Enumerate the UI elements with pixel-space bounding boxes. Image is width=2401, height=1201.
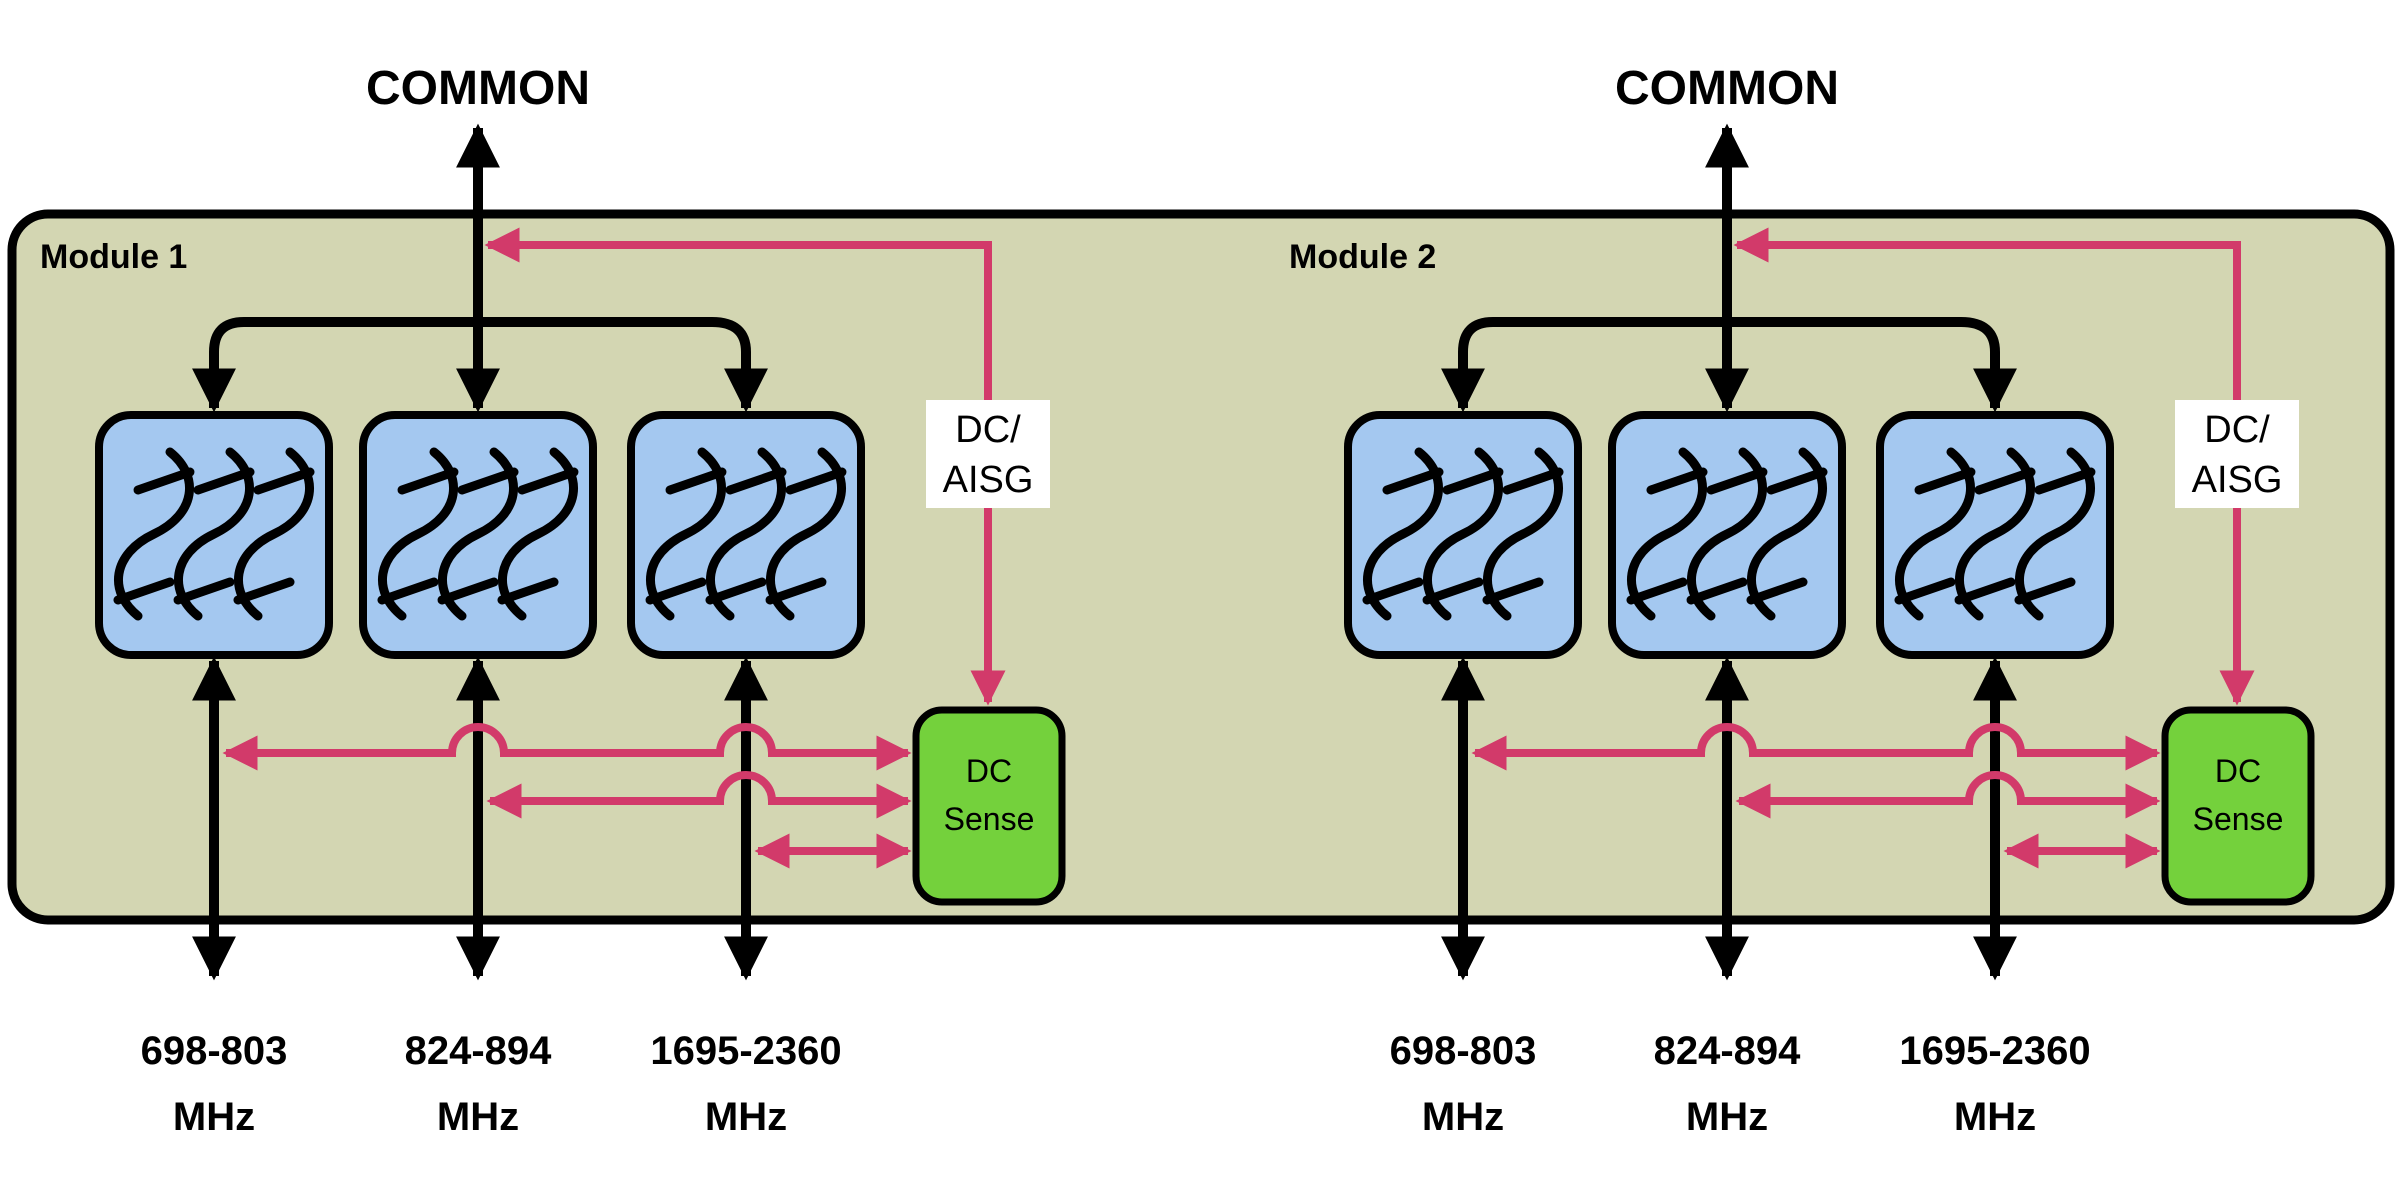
port-label-range: 824-894 — [405, 1029, 553, 1073]
dc-sense-label-line2: Sense — [2193, 801, 2284, 837]
port-label-range: 698-803 — [1390, 1029, 1537, 1073]
module-1: Module 1 COMMON DC/ AISG DC Sense 698-80… — [40, 62, 1066, 1139]
dc-aisg-label-bg — [2175, 400, 2299, 508]
port-label-unit: MHz — [1954, 1095, 2036, 1139]
port-label-unit: MHz — [1686, 1095, 1768, 1139]
dc-aisg-path-line — [484, 227, 1006, 706]
dc-sense-label-line1: DC — [966, 753, 1012, 789]
dc-aisg-label-bg — [926, 400, 1050, 508]
dc-sense-label-line1: DC — [2215, 753, 2261, 789]
module-2-common-label: COMMON — [1615, 62, 1839, 115]
module-1-label: Module 1 — [40, 238, 187, 276]
dc-sense-line-port2 — [1735, 771, 2161, 819]
port-label-unit: MHz — [437, 1095, 519, 1139]
module-2-label: Module 2 — [1289, 238, 1436, 276]
port-label-range: 698-803 — [141, 1029, 288, 1073]
dc-aisg-path-line — [1733, 227, 2255, 706]
port-label-range: 1695-2360 — [650, 1029, 841, 1073]
port-label-unit: MHz — [705, 1095, 787, 1139]
module-2: Module 2 COMMON DC/ AISG DC Sense 698-80… — [1289, 62, 2315, 1139]
port-label-unit: MHz — [173, 1095, 255, 1139]
dc-aisg-label-line1: DC/ — [2204, 409, 2270, 451]
dc-aisg-label-line1: DC/ — [955, 409, 1021, 451]
module-1-common-label: COMMON — [366, 62, 590, 115]
port-label-unit: MHz — [1422, 1095, 1504, 1139]
dc-sense-label-line2: Sense — [944, 801, 1035, 837]
dc-sense-block — [2161, 706, 2315, 906]
dc-aisg-label-line2: AISG — [943, 459, 1034, 501]
dc-sense-block — [912, 706, 1066, 906]
port-label-range: 824-894 — [1654, 1029, 1802, 1073]
dc-sense-line-port1 — [1471, 723, 2161, 771]
dc-sense-line-port1 — [222, 723, 912, 771]
dc-sense-line-port2 — [486, 771, 912, 819]
dc-aisg-label-line2: AISG — [2192, 459, 2283, 501]
port-label-range: 1695-2360 — [1899, 1029, 2090, 1073]
